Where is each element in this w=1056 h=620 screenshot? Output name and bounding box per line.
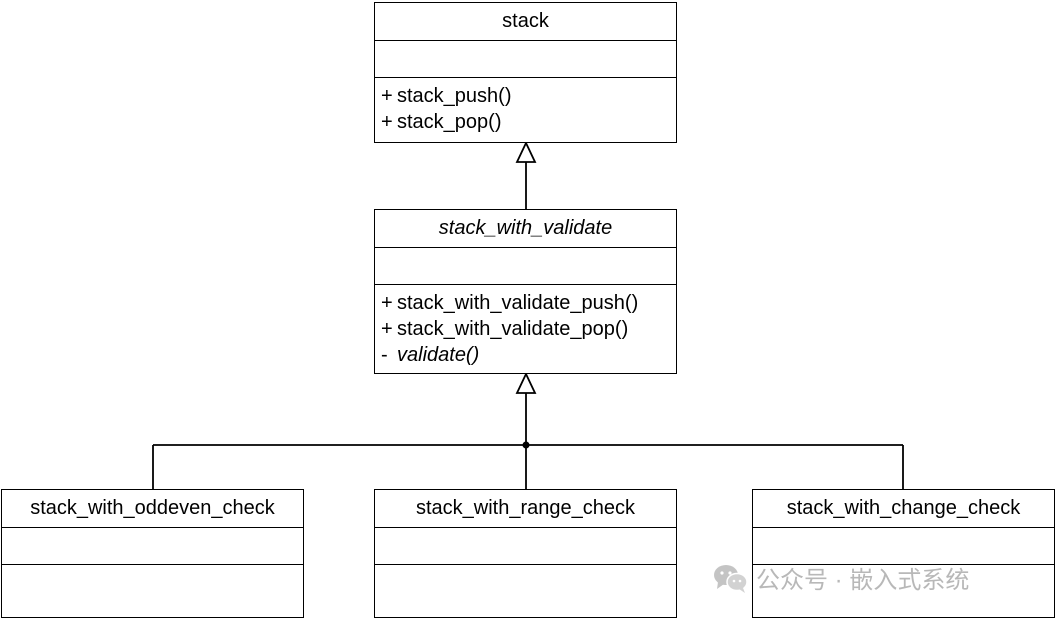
- operation: +stack_pop(): [381, 109, 676, 135]
- class-name: stack: [502, 10, 549, 32]
- operation-signature: stack_with_validate_pop(): [397, 318, 629, 340]
- class-name: stack_with_validate: [438, 217, 613, 239]
- class-stack-with-range-check[interactable]: stack_with_range_check: [374, 489, 677, 618]
- operations-compartment: +stack_with_validate_push() +stack_with_…: [375, 284, 676, 373]
- attributes-compartment: [375, 247, 676, 284]
- generalization-arrowhead-validate: [515, 371, 537, 394]
- class-stack-with-validate[interactable]: stack_with_validate +stack_with_validate…: [374, 209, 677, 374]
- attributes-compartment: [375, 527, 676, 564]
- operation: +stack_push(): [381, 83, 676, 109]
- watermark-text: 公众号 · 嵌入式系统: [756, 567, 970, 594]
- class-stack-with-change-check[interactable]: stack_with_change_check: [752, 489, 1055, 618]
- visibility-marker: -: [381, 344, 388, 366]
- generalization-arrowhead-stack: [515, 140, 537, 163]
- class-stack-with-oddeven-check[interactable]: stack_with_oddeven_check: [1, 489, 304, 618]
- operation-signature: stack_pop(): [397, 111, 502, 133]
- class-name: stack_with_oddeven_check: [30, 497, 275, 519]
- operations-compartment: +stack_push() +stack_pop(): [375, 77, 676, 142]
- operation-signature: stack_push(): [397, 85, 512, 107]
- operation: +stack_with_validate_push(): [381, 290, 676, 316]
- visibility-marker: +: [381, 292, 393, 314]
- visibility-marker: +: [381, 85, 393, 107]
- visibility-marker: +: [381, 111, 393, 133]
- operation: +stack_with_validate_pop(): [381, 316, 676, 342]
- class-name: stack_with_change_check: [786, 497, 1021, 519]
- operations-compartment: [375, 564, 676, 617]
- attributes-compartment: [753, 527, 1054, 564]
- attributes-compartment: [375, 40, 676, 77]
- operation-abstract: -validate(): [381, 342, 676, 368]
- operations-compartment: [2, 564, 303, 617]
- class-stack[interactable]: stack +stack_push() +stack_pop(): [374, 2, 677, 143]
- visibility-marker: +: [381, 318, 393, 340]
- wechat-icon: [714, 564, 748, 593]
- watermark: 公众号 · 嵌入式系统: [712, 560, 969, 595]
- junction-dot: [522, 441, 530, 449]
- operation-signature: stack_with_validate_push(): [397, 292, 639, 314]
- operations-compartment: [753, 564, 1054, 617]
- class-name: stack_with_range_check: [415, 497, 635, 519]
- operation-signature: validate(): [397, 344, 480, 366]
- attributes-compartment: [2, 527, 303, 564]
